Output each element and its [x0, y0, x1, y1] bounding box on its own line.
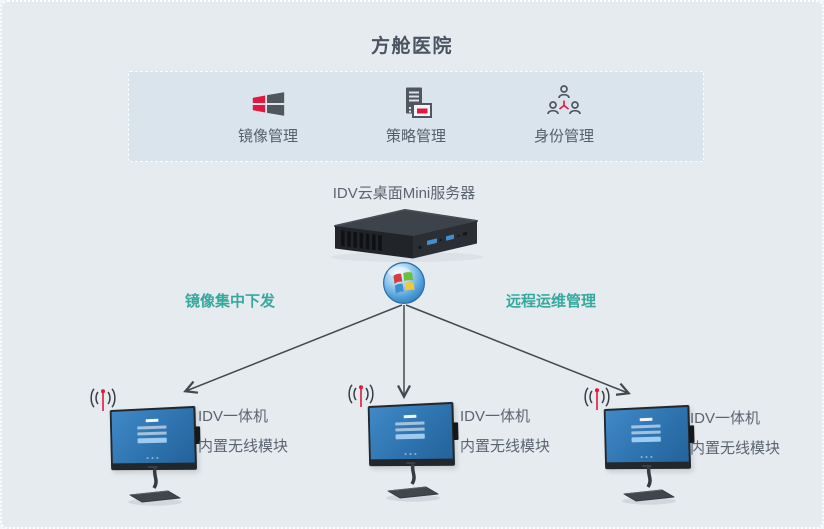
monitor-stand	[622, 467, 676, 505]
idv-client-3	[584, 387, 704, 521]
antenna-icon	[584, 387, 610, 410]
link-label-distribution: 镜像集中下发	[184, 293, 275, 310]
client-line2: 内置无线模块	[460, 438, 551, 455]
server-label: IDV云桌面Mini服务器	[332, 185, 476, 202]
monitor-screen	[369, 404, 453, 460]
antenna-icon	[348, 384, 374, 407]
client-label: IDV一体机 内置无线模块	[690, 404, 780, 464]
client-line1: IDV一体机	[460, 408, 531, 425]
windows-logo-icon	[382, 261, 426, 305]
client-label: IDV一体机 内置无线模块	[460, 402, 550, 462]
windows-grid-icon	[220, 87, 316, 119]
monitor	[603, 404, 695, 470]
client-label: IDV一体机 内置无线模块	[198, 402, 288, 462]
antenna-icon	[90, 388, 116, 411]
management-panel: 镜像管理 策略管理	[128, 71, 704, 162]
mgmt-item-identity: 身份管理	[516, 85, 612, 146]
mgmt-item-label: 镜像管理	[237, 128, 298, 145]
idv-client-1	[90, 388, 210, 522]
mini-server-image	[319, 202, 489, 264]
monitor	[109, 405, 201, 471]
wireless-module	[452, 422, 459, 441]
monitor-screen	[111, 408, 195, 464]
mgmt-item-policy: 策略管理	[368, 87, 464, 146]
monitor-stand	[386, 464, 440, 502]
client-line2: 内置无线模块	[198, 438, 289, 455]
mgmt-item-label: 策略管理	[385, 128, 446, 145]
mgmt-item-image: 镜像管理	[220, 87, 316, 146]
client-line2: 内置无线模块	[690, 440, 781, 457]
identity-group-icon	[516, 85, 612, 119]
mgmt-item-label: 身份管理	[533, 128, 594, 145]
idv-client-2	[348, 384, 468, 518]
client-line1: IDV一体机	[690, 410, 761, 427]
client-line1: IDV一体机	[198, 408, 269, 425]
monitor	[367, 401, 459, 467]
monitor-screen	[605, 407, 689, 463]
page-title: 方舱医院	[370, 36, 453, 57]
policy-doc-icon	[368, 87, 464, 119]
monitor-stand	[128, 468, 182, 506]
link-label-maintenance: 远程运维管理	[505, 293, 596, 310]
